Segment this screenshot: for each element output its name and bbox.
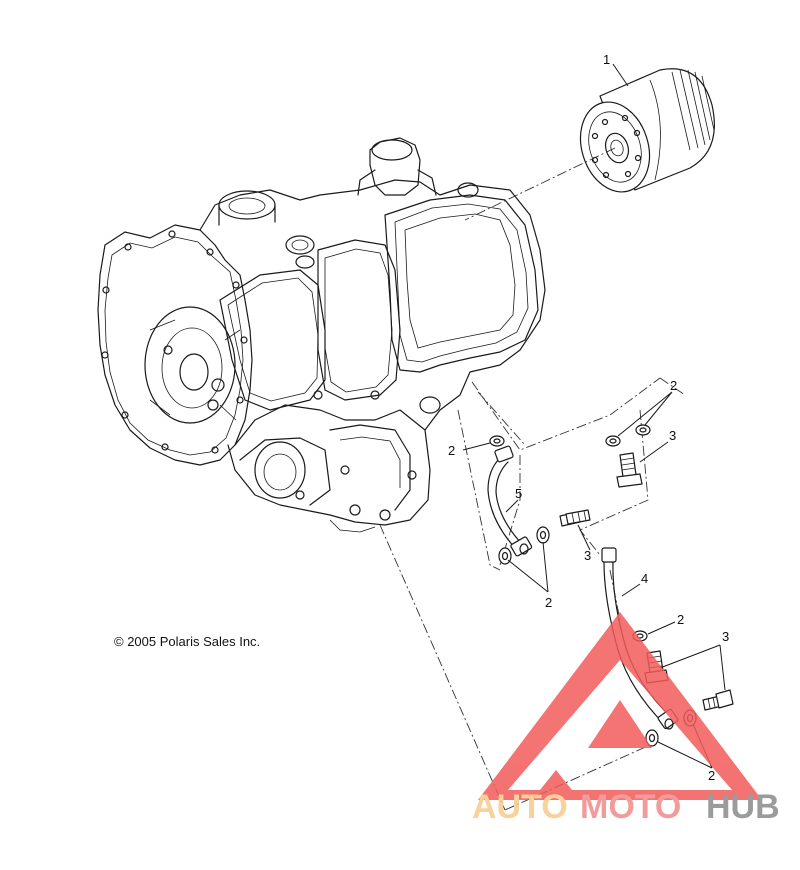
callout-4: 4 — [641, 571, 648, 586]
watermark-hub: HUB — [706, 788, 780, 826]
callout-2-bottom: 2 — [708, 768, 715, 783]
callout-1: 1 — [603, 52, 610, 67]
oil-line-5 — [487, 445, 533, 557]
engine-crankcase — [97, 137, 546, 533]
callout-labels: 1 2 2 2 2 2 3 3 3 4 5 — [448, 52, 729, 783]
bolt-upper — [616, 452, 643, 488]
bolt-lower-2 — [702, 689, 734, 711]
leader-lines — [462, 63, 726, 769]
bolt-middle — [559, 509, 591, 527]
callout-2-upper-left: 2 — [448, 443, 455, 458]
callout-3-upper: 3 — [669, 428, 676, 443]
copyright-notice: © 2005 Polaris Sales Inc. — [114, 634, 261, 649]
callout-3-lower: 3 — [722, 629, 729, 644]
oil-filter — [579, 68, 715, 193]
watermark-auto: AUTO — [472, 788, 568, 826]
cover-bolts — [101, 230, 248, 454]
callout-5: 5 — [515, 486, 522, 501]
watermark-logo: AUTO MOTO HUB — [472, 612, 780, 826]
alignment-lines — [379, 147, 686, 811]
filter-inlet-holes — [591, 114, 642, 179]
callout-2-upper-right: 2 — [670, 378, 677, 393]
callout-3-middle: 3 — [584, 548, 591, 563]
callout-2-middle: 2 — [545, 595, 552, 610]
watermark-triangle-icon — [478, 612, 762, 800]
watermark-moto: MOTO — [580, 788, 681, 826]
callout-2-lower: 2 — [677, 612, 684, 627]
